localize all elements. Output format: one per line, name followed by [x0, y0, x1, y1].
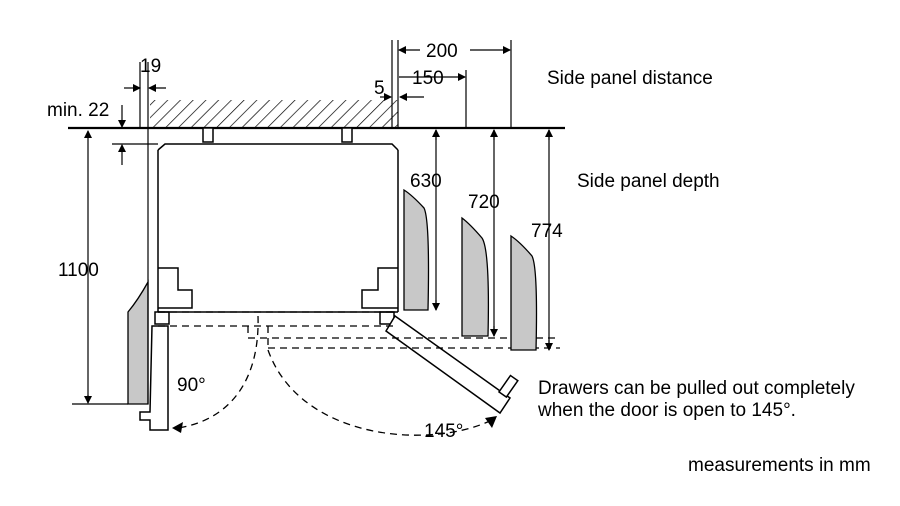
- side-panel-left: [127, 279, 149, 405]
- label-side-panel-depth: Side panel depth: [577, 171, 720, 192]
- dim-19: 19: [140, 56, 161, 77]
- label-units: measurements in mm: [688, 455, 871, 476]
- dim-720: 720: [468, 192, 500, 213]
- wall: [68, 100, 565, 130]
- dim-774: 774: [531, 221, 563, 242]
- dim-630: 630: [410, 171, 442, 192]
- dim-150: 150: [412, 68, 444, 89]
- side-panel-720: [461, 216, 490, 337]
- dim-1100: 1100: [58, 260, 99, 281]
- swing-arrowheads: [172, 416, 497, 433]
- side-panels: [127, 188, 538, 405]
- door-swing: [158, 311, 560, 436]
- dim-min-22: min. 22: [47, 100, 109, 121]
- label-drawers-line2: when the door is open to 145°.: [537, 400, 796, 421]
- angle-90: 90°: [177, 375, 206, 396]
- dim-200: 200: [426, 41, 458, 62]
- label-side-panel-distance: Side panel distance: [547, 68, 713, 89]
- doors: [139, 311, 519, 431]
- label-drawers-line1: Drawers can be pulled out completely: [538, 378, 855, 399]
- side-panel-630: [403, 188, 430, 311]
- dim-5: 5: [374, 78, 385, 99]
- appliance-body: [157, 127, 399, 313]
- dimension-lines: [72, 40, 553, 405]
- side-panel-774: [510, 234, 538, 351]
- angle-145: 145°: [424, 421, 463, 442]
